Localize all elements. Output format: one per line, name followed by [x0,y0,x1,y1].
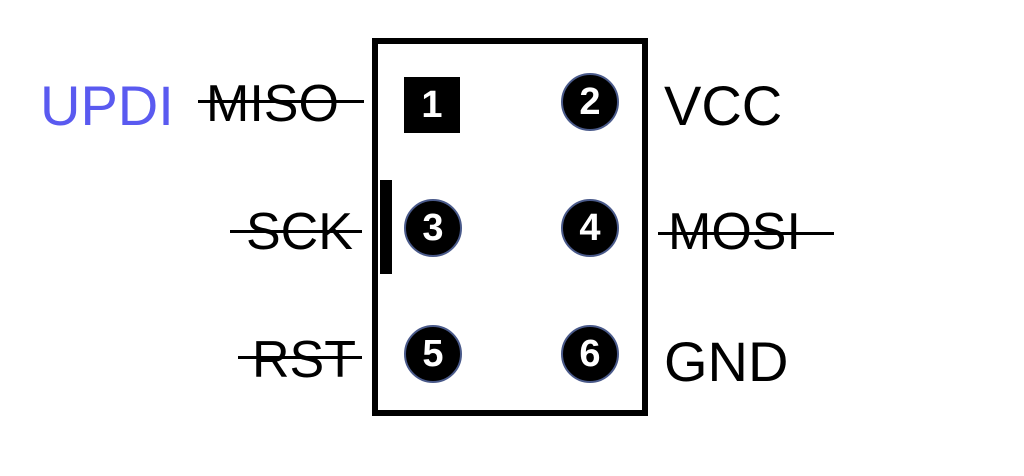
pin-6-gnd-label: GND [664,330,789,393]
pin-3-strikethrough [230,230,362,233]
pin-1-square: 1 [404,77,460,133]
pin-4-circle: 4 [561,199,619,257]
pin-3-number: 3 [422,206,444,249]
pin-2-vcc-label: VCC [664,74,783,137]
pin-4-strikethrough [658,232,834,235]
pin-5-strikethrough [238,356,362,359]
connector-key-notch [380,180,392,274]
pin-5-circle: 5 [404,325,462,383]
pin-2-number: 2 [579,80,601,123]
pin-4-number: 4 [579,206,601,249]
connector-outline [372,38,648,416]
pin-5-rst-label: RST [252,331,356,389]
pin-1-number: 1 [421,83,443,126]
pin-6-number: 6 [579,332,601,375]
pin-5-number: 5 [422,332,444,375]
pin-2-circle: 2 [561,73,619,131]
pin-3-circle: 3 [404,199,462,257]
pin-1-strikethrough [198,100,364,103]
pin-1-miso-label: MISO [206,75,339,133]
pin-1-updi-label: UPDI [40,74,174,137]
pin-6-circle: 6 [561,325,619,383]
